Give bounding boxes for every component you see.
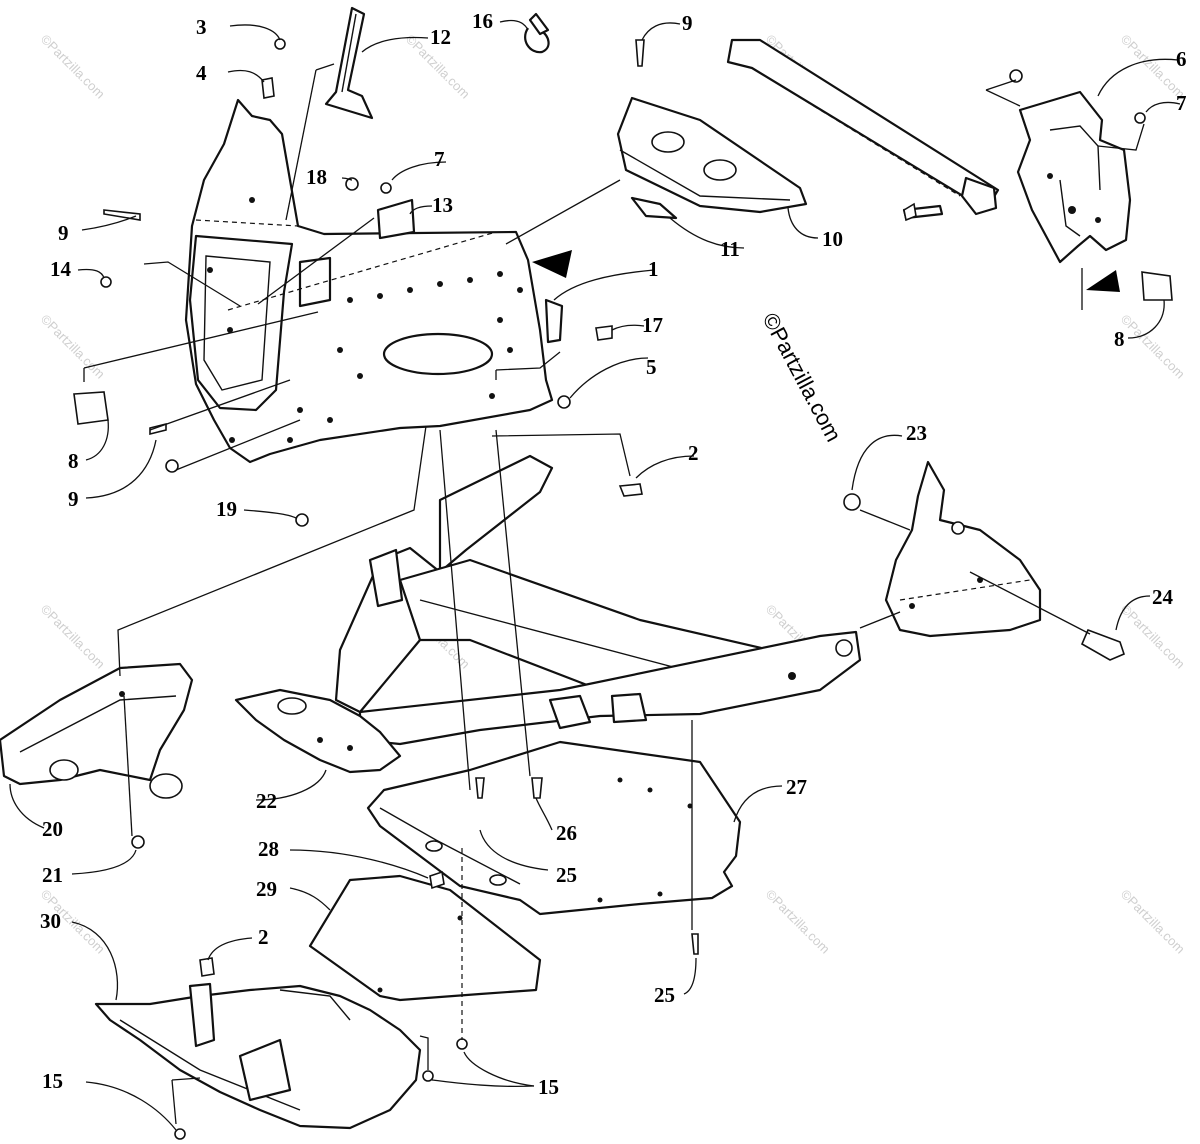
callout-28: 28 xyxy=(258,837,279,861)
callout-26: 26 xyxy=(556,821,577,845)
part-27-skid-plate xyxy=(366,740,742,916)
callout-15-right: 15 xyxy=(538,1075,559,1099)
assembly-lines xyxy=(83,63,1145,1125)
callout-16: 16 xyxy=(472,9,493,33)
part-30-cover xyxy=(94,982,422,1130)
callout-4: 4 xyxy=(196,61,207,85)
callout-23: 23 xyxy=(906,421,927,445)
callout-13: 13 xyxy=(432,193,453,217)
callout-9-left: 9 xyxy=(58,221,69,245)
callout-14: 14 xyxy=(50,257,72,281)
callout-1: 1 xyxy=(648,257,659,281)
watermark: ©Partzilla.com xyxy=(38,32,108,102)
callout-27: 27 xyxy=(786,775,807,799)
callout-22: 22 xyxy=(256,789,277,813)
part-16-clip xyxy=(524,12,550,54)
watermark: ©Partzilla.com xyxy=(763,887,833,957)
callout-9-bottom: 9 xyxy=(68,487,79,511)
watermark: ©Partzilla.com xyxy=(1118,887,1188,957)
watermark: ©Partzilla.com xyxy=(38,602,108,672)
watermark: ©Partzilla.com xyxy=(1118,312,1188,382)
part-12-lever xyxy=(324,6,374,120)
leader-lines xyxy=(9,19,1181,1131)
right-side-bracket xyxy=(843,460,1125,661)
callout-18: 18 xyxy=(306,165,327,189)
watermark: ©Partzilla.com xyxy=(1118,602,1188,672)
callout-7-left: 7 xyxy=(434,147,445,171)
callout-5: 5 xyxy=(646,355,657,379)
callout-21: 21 xyxy=(42,863,63,887)
callout-7-right: 7 xyxy=(1176,91,1187,115)
callout-2-top: 2 xyxy=(688,441,699,465)
callout-10: 10 xyxy=(822,227,843,251)
copyright-notice: ©Partzilla.com xyxy=(758,309,847,446)
part-10-plate xyxy=(616,96,808,220)
part-29-plate xyxy=(308,874,542,1002)
part-6-bracket xyxy=(1009,69,1132,264)
part-20-bracket xyxy=(0,662,194,799)
callout-15-left: 15 xyxy=(42,1069,63,1093)
direction-arrows xyxy=(532,250,1120,292)
callout-25-mid: 25 xyxy=(556,863,577,887)
callout-8-left: 8 xyxy=(68,449,79,473)
callout-20: 20 xyxy=(42,817,63,841)
callout-2-bottom: 2 xyxy=(258,925,269,949)
callout-29: 29 xyxy=(256,877,277,901)
callout-12: 12 xyxy=(430,25,451,49)
callout-19: 19 xyxy=(216,497,237,521)
arrow-flag-icon xyxy=(1086,270,1120,292)
callouts: 3 4 12 16 9 6 7 18 7 13 9 14 10 11 1 17 … xyxy=(40,9,1187,1099)
callout-17: 17 xyxy=(642,313,663,337)
housing-rivets xyxy=(207,197,523,443)
lower-frame-chassis xyxy=(234,454,862,774)
arrow-flag-icon xyxy=(532,250,572,278)
front-frame-housing xyxy=(184,98,564,464)
fasteners xyxy=(73,38,1173,1140)
callout-11: 11 xyxy=(720,237,740,261)
watermark: ©Partzilla.com xyxy=(38,312,108,382)
callout-9-top: 9 xyxy=(682,11,693,35)
callout-8-right: 8 xyxy=(1114,327,1125,351)
callout-3: 3 xyxy=(196,15,207,39)
callout-6: 6 xyxy=(1176,47,1187,71)
callout-30: 30 xyxy=(40,909,61,933)
callout-25-bottom: 25 xyxy=(654,983,675,1007)
callout-24: 24 xyxy=(1152,585,1174,609)
